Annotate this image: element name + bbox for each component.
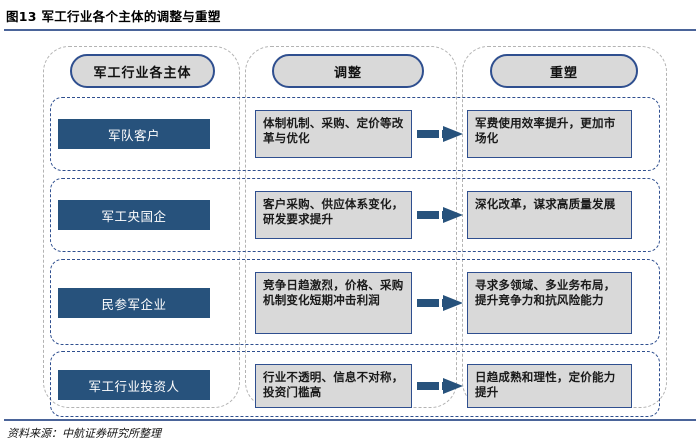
adjustment-box[interactable]: 客户采购、供应体系变化，研发要求提升 — [255, 191, 412, 239]
right-arrow-icon — [417, 126, 463, 142]
right-arrow-icon — [417, 295, 463, 311]
row-container — [50, 259, 660, 345]
right-arrow-icon — [417, 378, 463, 394]
column-container-actors — [43, 46, 240, 408]
column-header-adjustment[interactable]: 调整 — [272, 54, 424, 88]
adjustment-box[interactable]: 竞争日趋激烈，价格、采购机制变化短期冲击利润 — [255, 272, 412, 334]
adjustment-box[interactable]: 体制机制、采购、定价等改革与优化 — [255, 110, 412, 158]
row-container — [50, 178, 660, 252]
actor-box[interactable]: 民参军企业 — [58, 288, 210, 318]
actor-box[interactable]: 军工央国企 — [58, 200, 210, 230]
title-divider — [4, 29, 696, 31]
row-container — [50, 97, 660, 171]
reshaping-box[interactable]: 深化改革，谋求高质量发展 — [467, 191, 632, 239]
reshaping-box[interactable]: 寻求多领域、多业务布局，提升竞争力和抗风险能力 — [467, 272, 632, 334]
actor-box[interactable]: 军队客户 — [58, 119, 210, 149]
adjustment-box[interactable]: 行业不透明、信息不对称，投资门槛高 — [255, 364, 412, 408]
right-arrow-icon — [417, 207, 463, 223]
column-header-actors[interactable]: 军工行业各主体 — [70, 54, 215, 88]
row-container — [50, 351, 660, 417]
figure-title: 图13 军工行业各个主体的调整与重塑 — [6, 9, 221, 24]
footer-divider — [4, 419, 696, 421]
reshaping-box[interactable]: 军费使用效率提升，更加市场化 — [467, 110, 632, 158]
column-header-reshaping[interactable]: 重塑 — [490, 54, 638, 88]
diagram-canvas: 军工行业各主体 调整 重塑 军队客户 体制机制、采购、定价等改革与优化 军费使用… — [0, 33, 700, 417]
source-note: 资料来源：中航证券研究所整理 — [7, 427, 161, 440]
reshaping-box[interactable]: 日趋成熟和理性，定价能力提升 — [467, 364, 632, 408]
actor-box[interactable]: 军工行业投资人 — [58, 370, 210, 400]
